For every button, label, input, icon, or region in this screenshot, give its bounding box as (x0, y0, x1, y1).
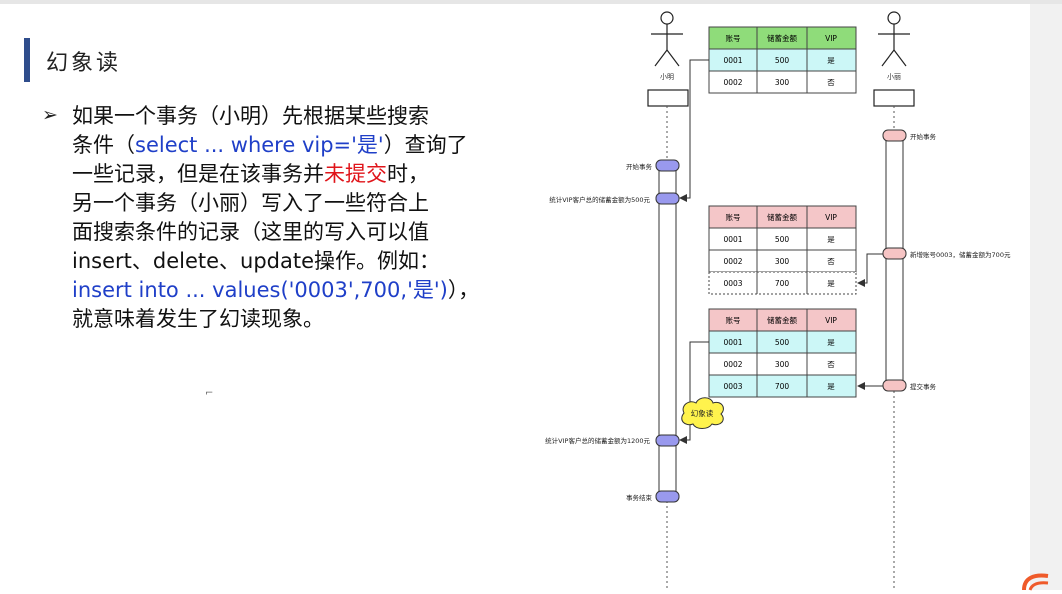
marker-left-stat500 (655, 192, 680, 205)
paragraph-line-5: 面搜索条件的记录（这里的写入可以值 (72, 218, 512, 247)
table-cell: 是 (827, 338, 835, 347)
table-cell: 0002 (723, 257, 742, 266)
t3-header-account: 账号 (726, 316, 741, 325)
title-accent-bar (24, 38, 30, 82)
marker-left-start (655, 159, 680, 172)
table-cell: 是 (827, 235, 835, 244)
text-run: 条件（ (72, 133, 135, 157)
marker-right-insert (882, 247, 907, 260)
table-cell: 否 (827, 257, 835, 266)
stray-mark: ⌐ (205, 388, 214, 399)
table-cell: 300 (775, 360, 790, 369)
paragraph-line-3: 一些记录，但是在该事务并未提交时， (72, 160, 512, 189)
actor-right-label: 小丽 (887, 72, 901, 81)
table-initial: 账号 储蓄金额 VIP 0001 500 是 0002 300 否 (708, 26, 857, 94)
sql-select-snippet: select ... where vip='是' (135, 133, 384, 157)
sequence-diagram: 小明 小丽 开始事务 统计VIP客户总的储蓄金额为500元 统计VIP客户总的储… (530, 4, 1030, 590)
activation-bar-right (885, 133, 904, 387)
actor-left-label: 小明 (660, 72, 674, 81)
corner-logo-icon (1022, 573, 1049, 591)
table-cell: 是 (827, 56, 835, 65)
text-run: 面搜索条件的记录（这里的写入可以值 (72, 220, 429, 244)
table-cell: 300 (775, 257, 790, 266)
table-cell: 0001 (723, 338, 742, 347)
table-after-insert: 账号 储蓄金额 VIP 0001 500 是 0002 300 否 0003 7… (708, 205, 857, 295)
table-cell: 0002 (723, 78, 742, 87)
side-strip (1030, 4, 1062, 590)
table-cell: 0001 (723, 56, 742, 65)
table-cell: 500 (775, 56, 790, 65)
table-cell: 否 (827, 78, 835, 87)
event-left-start: 开始事务 (626, 162, 653, 171)
table-cell: 500 (775, 235, 790, 244)
table-cell: 0003 (723, 279, 742, 288)
slide-title: 幻象读 (46, 51, 122, 76)
top-border (0, 0, 1062, 4)
bullet-arrow-icon: ➢ (42, 104, 58, 126)
event-right-commit: 提交事务 (910, 382, 937, 391)
text-run: 就意味着发生了幻读现象。 (72, 307, 324, 331)
paragraph-line-7: insert into ... values('0003',700,'是')）， (72, 276, 512, 305)
marker-left-stat1200 (655, 434, 680, 447)
paragraph-line-8: 就意味着发生了幻读现象。 (72, 305, 512, 334)
phantom-read-cloud: 幻象读 (681, 397, 724, 429)
text-run: 如果一个事务（小明）先根据某些搜索 (72, 104, 429, 128)
sql-insert-snippet: insert into ... values('0003',700,'是') (72, 278, 448, 302)
event-left-stat500: 统计VIP客户总的储蓄金额为500元 (549, 195, 650, 204)
bullet-paragraph: 如果一个事务（小明）先根据某些搜索 条件（select ... where vi… (72, 102, 512, 334)
event-right-start: 开始事务 (910, 132, 937, 141)
t2-header-account: 账号 (726, 213, 741, 222)
event-right-insert: 新增账号0003，储蓄金额为700元 (910, 250, 1011, 259)
table-cell: 0001 (723, 235, 742, 244)
activation-bar-left (658, 164, 677, 498)
actor-right-box (873, 89, 915, 107)
text-run: 时， (387, 162, 429, 186)
table-cell: 是 (827, 279, 835, 288)
marker-left-end (655, 490, 680, 503)
text-run: ）查询了 (383, 133, 468, 157)
t3-header-amount: 储蓄金额 (767, 315, 797, 325)
t2-header-amount: 储蓄金额 (767, 212, 797, 222)
t2-header-vip: VIP (825, 213, 837, 222)
text-run: insert、delete、update操作。例如： (72, 249, 441, 273)
t1-header-amount: 储蓄金额 (767, 33, 797, 43)
text-run: 另一个事务（小丽）写入了一些符合上 (72, 191, 429, 215)
marker-right-start (882, 129, 907, 142)
table-cell: 否 (827, 360, 835, 369)
t1-header-vip: VIP (825, 34, 837, 43)
person-icon-left (651, 11, 683, 67)
arrow-table1-to-left (679, 59, 709, 202)
t1-header-account: 账号 (726, 34, 741, 43)
person-icon-right (878, 11, 910, 67)
table-cell: 700 (775, 279, 790, 288)
paragraph-line-6: insert、delete、update操作。例如： (72, 247, 512, 276)
arrow-insert-to-table2 (857, 253, 883, 287)
uncommitted-highlight: 未提交 (324, 162, 387, 186)
event-left-stat1200: 统计VIP客户总的储蓄金额为1200元 (545, 436, 650, 445)
table-cell: 300 (775, 78, 790, 87)
table-cell: 700 (775, 382, 790, 391)
paragraph-line-1: 如果一个事务（小明）先根据某些搜索 (72, 102, 512, 131)
table-cell: 0003 (723, 382, 742, 391)
arrow-table3-to-left (679, 341, 709, 444)
table-after-commit: 账号 储蓄金额 VIP 0001 500 是 0002 300 否 0003 7… (708, 308, 857, 398)
table-cell: 0002 (723, 360, 742, 369)
text-run: ）， (447, 278, 480, 302)
sequence-diagram-svg: 小明 小丽 开始事务 统计VIP客户总的储蓄金额为500元 统计VIP客户总的储… (545, 11, 1011, 590)
event-left-end: 事务结束 (626, 493, 653, 502)
text-run: 一些记录，但是在该事务并 (72, 162, 324, 186)
table-cell: 是 (827, 382, 835, 391)
paragraph-line-4: 另一个事务（小丽）写入了一些符合上 (72, 189, 512, 218)
table-cell: 500 (775, 338, 790, 347)
cloud-label: 幻象读 (691, 408, 714, 418)
marker-right-commit (882, 379, 907, 392)
paragraph-line-2: 条件（select ... where vip='是'）查询了 (72, 131, 512, 160)
actor-left-box (647, 89, 689, 107)
t3-header-vip: VIP (825, 316, 837, 325)
